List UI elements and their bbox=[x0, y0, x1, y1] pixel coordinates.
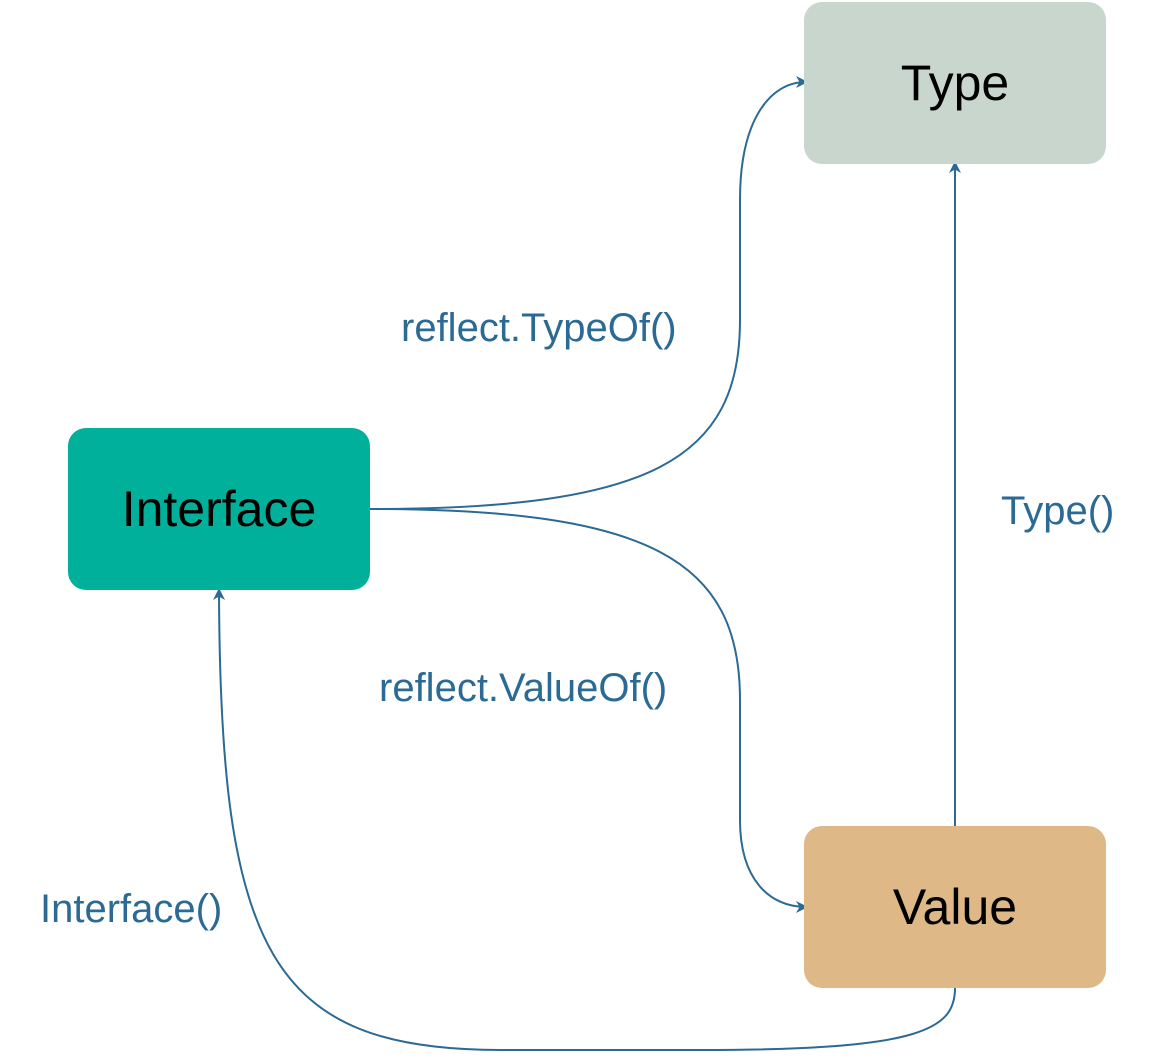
edge-label-valueof: reflect.ValueOf() bbox=[379, 666, 668, 710]
edge-label-interface-method: Interface() bbox=[40, 887, 223, 931]
edge-interface-to-value bbox=[369, 508, 808, 913]
edge-label-type-method: Type() bbox=[1001, 489, 1115, 533]
interface-node: Interface bbox=[68, 428, 370, 590]
edge-label-typeof: reflect.TypeOf() bbox=[401, 306, 677, 350]
value-node-label: Value bbox=[892, 879, 1018, 935]
interface-node-label: Interface bbox=[121, 481, 317, 537]
type-node: Type bbox=[804, 2, 1106, 164]
edge-value-to-interface bbox=[213, 588, 956, 1051]
value-node: Value bbox=[804, 826, 1106, 988]
type-node-label: Type bbox=[900, 55, 1010, 111]
edge-interface-to-type bbox=[369, 76, 808, 510]
